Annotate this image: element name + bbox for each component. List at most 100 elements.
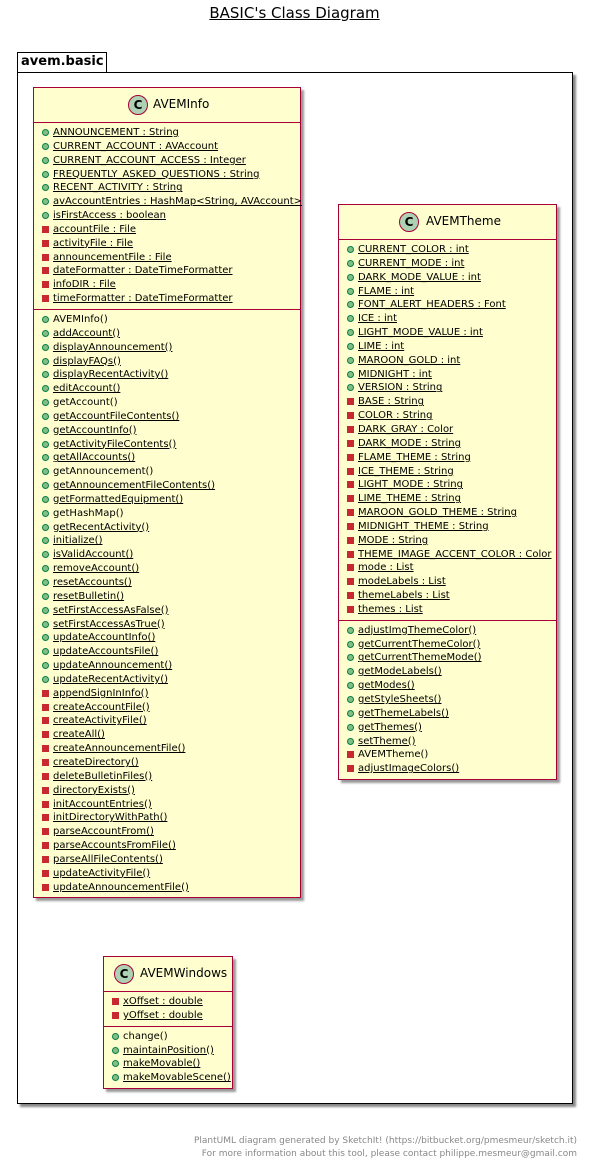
member-text: addAccount() [53, 327, 121, 339]
public-visibility-icon [42, 509, 49, 517]
member-text: LIGHT_MODE : String [358, 479, 463, 491]
member-row: ICE : int [339, 312, 556, 326]
member-row: isValidAccount() [34, 548, 300, 562]
member-text: avAccountEntries : HashMap<String, AVAcc… [53, 196, 303, 208]
public-visibility-icon [42, 315, 49, 323]
public-visibility-icon [42, 495, 49, 503]
member-text: createActivityFile() [53, 715, 147, 727]
member-text: createAnnouncementFile() [53, 743, 186, 755]
member-text: getFormattedEquipment() [53, 493, 184, 505]
member-row: CURRENT_MODE : int [339, 257, 556, 271]
member-text: getActivityFileContents() [53, 438, 177, 450]
private-visibility-icon [42, 225, 49, 233]
member-row: parseAllFileContents() [34, 853, 300, 867]
member-row: adjustImageColors() [339, 762, 556, 776]
private-visibility-icon [347, 550, 354, 558]
footer-generator-line: PlantUML diagram generated by SketchIt! … [193, 1136, 577, 1146]
member-row: addAccount() [34, 327, 300, 341]
member-text: MODE : String [358, 534, 429, 546]
member-row: LIME : int [339, 340, 556, 354]
class-header: C AVEMInfo [34, 88, 300, 123]
member-text: makeMovable() [123, 1058, 201, 1070]
private-visibility-icon [42, 800, 49, 808]
member-text: initAccountEntries() [53, 798, 152, 810]
member-text: MAROON_GOLD_THEME : String [358, 507, 517, 519]
member-row: AVEMInfo() [34, 313, 300, 327]
member-text: setFirstAccessAsTrue() [53, 618, 165, 630]
member-text: CURRENT_COLOR : int [358, 244, 469, 255]
member-row: getThemeLabels() [339, 707, 556, 721]
private-visibility-icon [42, 842, 49, 850]
member-text: resetAccounts() [53, 577, 132, 588]
public-visibility-icon [347, 640, 354, 648]
public-visibility-icon [42, 440, 49, 448]
methods-section: AVEMInfo()addAccount() displayAnnouncemen… [34, 308, 300, 897]
member-text: directoryExists() [53, 784, 135, 796]
private-visibility-icon [42, 745, 49, 753]
member-row: avAccountEntries : HashMap<String, AVAcc… [34, 195, 303, 209]
member-text: ICE_THEME : String [358, 465, 454, 477]
member-text: dateFormatter : DateTimeFormatter [53, 265, 233, 277]
class-name: AVEMTheme [426, 214, 501, 228]
member-row: FONT_ALERT_HEADERS : Font [339, 298, 556, 312]
member-row: makeMovableScene() [104, 1071, 232, 1085]
member-row: dateFormatter : DateTimeFormatter [34, 264, 300, 278]
public-visibility-icon [347, 259, 354, 267]
member-text: change() [123, 1030, 168, 1042]
class-c-icon: C [128, 95, 148, 115]
member-row: createDirectory() [34, 756, 300, 770]
public-visibility-icon [347, 273, 354, 281]
member-text: yOffset : double [123, 1009, 203, 1021]
private-visibility-icon [42, 814, 49, 822]
methods-section: change()maintainPosition()makeMovable()m… [104, 1025, 232, 1088]
member-text: setTheme() [358, 735, 416, 747]
member-row: MIDNIGHT_THEME : String [339, 520, 556, 534]
member-text: MIDNIGHT : int [358, 368, 432, 380]
member-row: MAROON_GOLD_THEME : String [339, 506, 556, 520]
public-visibility-icon [347, 246, 354, 253]
member-text: getModes() [358, 680, 415, 692]
member-row: getAllAccounts() [34, 451, 300, 465]
member-row: updateAnnouncement() [34, 659, 300, 673]
member-row: timeFormatter : DateTimeFormatter [34, 292, 300, 306]
public-visibility-icon [42, 551, 49, 559]
public-visibility-icon [42, 634, 49, 642]
public-visibility-icon [42, 371, 49, 379]
member-text: getAllAccounts() [53, 452, 136, 464]
member-text: FONT_ALERT_HEADERS : Font [358, 299, 506, 311]
member-text: accountFile : File [53, 223, 137, 235]
member-text: displayAnnouncement() [53, 341, 173, 353]
member-row: COLOR : String [339, 409, 556, 423]
member-text: parseAccountFrom() [53, 826, 154, 838]
member-text: displayFAQs() [53, 355, 121, 367]
private-visibility-icon [347, 751, 354, 759]
private-visibility-icon [347, 564, 354, 572]
public-visibility-icon [42, 537, 49, 545]
member-row: MIDNIGHT : int [339, 368, 556, 382]
public-visibility-icon [42, 565, 49, 573]
member-row: themes : List [339, 603, 556, 617]
member-text: deleteBulletinFiles() [53, 770, 153, 782]
member-text: ICE : int [358, 313, 398, 325]
member-text: updateRecentActivity() [53, 673, 168, 685]
member-text: updateAccountInfo() [53, 632, 156, 644]
public-visibility-icon [42, 184, 49, 192]
member-row: accountFile : File [34, 223, 300, 237]
private-visibility-icon [112, 1011, 119, 1019]
member-text: isValidAccount() [53, 549, 134, 561]
private-visibility-icon [347, 592, 354, 600]
public-visibility-icon [347, 709, 354, 717]
member-text: RECENT_ACTIVITY : String [53, 182, 183, 194]
public-visibility-icon [42, 357, 49, 365]
private-visibility-icon [347, 425, 354, 433]
member-text: mode : List [358, 562, 414, 574]
member-text: FREQUENTLY_ASKED_QUESTIONS : String [53, 168, 260, 180]
member-row: getActivityFileContents() [34, 438, 300, 452]
private-visibility-icon [347, 605, 354, 613]
member-text: removeAccount() [53, 563, 140, 575]
member-row: parseAccountsFromFile() [34, 839, 300, 853]
member-row: modeLabels : List [339, 575, 556, 589]
